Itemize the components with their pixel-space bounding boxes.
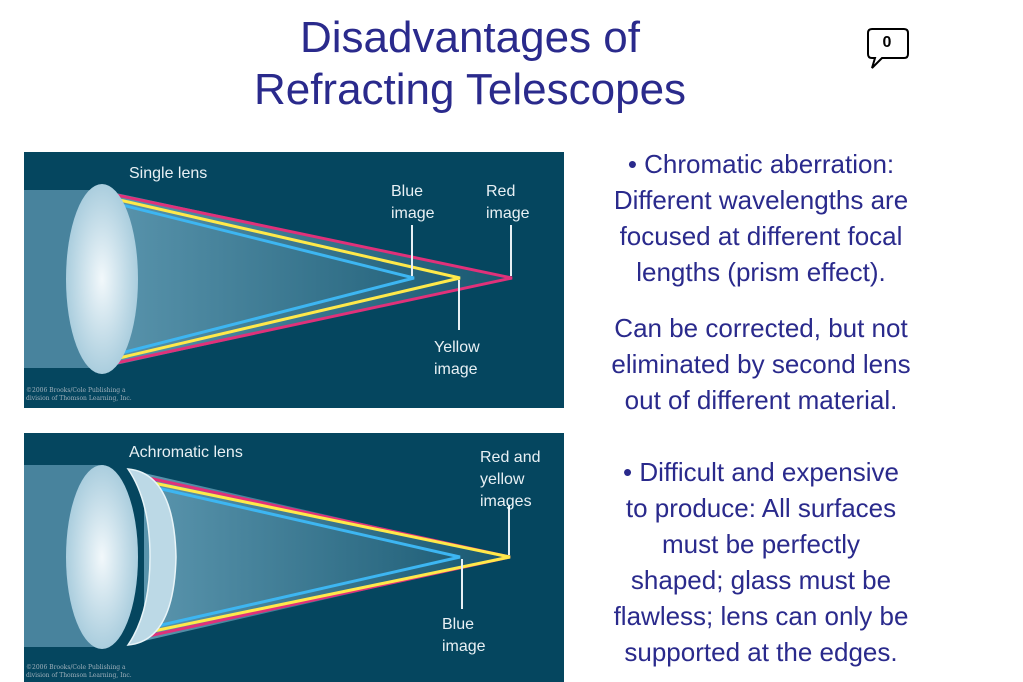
credit-line-1: ©2006 Brooks/Cole Publishing a [26,387,126,394]
blue-ray [101,198,415,360]
red-yellow-label-2: yellow [480,471,525,488]
text-line: supported at the edges. [624,637,898,667]
text-line: to produce: All surfaces [625,493,897,523]
achromatic-lens-diagram: Achromatic lens Red and yellow images Bl… [24,433,564,682]
single-lens-heading: Single lens [129,165,207,182]
achromatic-lens-heading: Achromatic lens [129,444,243,461]
speech-bubble-icon [867,28,909,69]
blue-image-label-1: Blue [391,183,423,200]
text-line: must be perfectly [662,529,860,559]
light-cone [144,473,510,641]
credit-line-2: division of Thomson Learning, Inc. [26,672,132,679]
blue-image-label-2: image [391,205,435,222]
correction-text: Can be corrected, but not eliminated by … [566,310,956,418]
yellow-ray [143,479,511,635]
title-line-2: Refracting Telescopes [253,65,687,114]
text-line: • Chromatic aberration: [627,149,895,179]
red-yellow-label-1: Red and [480,449,541,466]
blue-image-label-1: Blue [442,616,474,633]
convex-lens [66,465,138,649]
credit-line-1: ©2006 Brooks/Cole Publishing a [26,664,126,671]
blue-image-label-2: image [442,638,486,655]
difficulty-text: • Difficult and expensive to produce: Al… [566,454,956,670]
blue-ray [143,483,461,631]
yellow-image-label-1: Yellow [434,339,480,356]
yellow-image-label-2: image [434,361,478,378]
chromatic-aberration-text: • Chromatic aberration: Different wavele… [566,146,956,290]
text-line: focused at different focal [619,221,903,251]
comment-count: 0 [882,34,892,51]
text-line: lengths (prism effect). [636,257,886,287]
text-line: • Difficult and expensive [623,457,899,487]
comment-badge[interactable]: 0 [866,28,910,70]
text-line: shaped; glass must be [630,565,892,595]
text-line: out of different material. [624,385,898,415]
credit-line-2: division of Thomson Learning, Inc. [26,395,132,402]
text-line: Can be corrected, but not [614,313,908,343]
text-line: eliminated by second lens [611,349,911,379]
red-image-label-2: image [486,205,530,222]
red-ray [101,190,513,368]
light-cone [102,190,512,368]
single-lens [66,184,138,374]
title-line-1: Disadvantages of [300,13,640,62]
red-yellow-label-3: images [480,493,532,510]
concave-lens [126,468,177,646]
red-image-label-1: Red [486,183,515,200]
yellow-ray [101,194,461,364]
slide-title: Disadvantages of Refracting Telescopes [170,12,770,116]
text-line: flawless; lens can only be [613,601,909,631]
single-lens-diagram: Single lens Blue image Red image Yellow … [24,152,564,408]
text-line: Different wavelengths are [613,185,909,215]
